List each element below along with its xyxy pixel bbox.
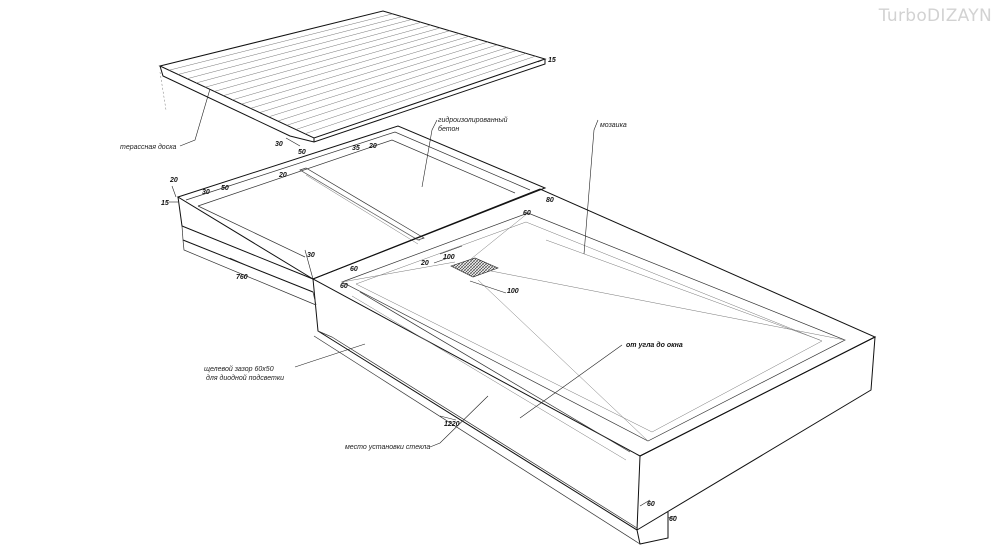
deck-plank-line [223, 31, 449, 96]
dim-20-rim: 20 [368, 143, 377, 150]
dim-30-left: 30 [202, 189, 210, 196]
note-mosaic: мозаика [600, 122, 627, 129]
dimension-labels: 15 30 50 35 20 20 15 30 50 20 60 80 100 … [161, 57, 677, 523]
dim-15-left: 15 [161, 200, 169, 207]
dim-1220: 1220 [444, 421, 460, 428]
dim-100-b: 100 [507, 288, 519, 295]
note-glass-place: место установки стекла [345, 444, 430, 451]
deck-plank-line [269, 45, 498, 117]
deck-plank-line [214, 28, 440, 91]
deck-plank-line [178, 17, 402, 75]
dim-15-top: 15 [548, 57, 556, 64]
annotation-notes: терассная доска гидроизолированный бетон… [120, 116, 683, 451]
dim-20-left: 20 [169, 177, 178, 184]
watermark-logo: TurboDIZAYN [878, 6, 992, 26]
dim-80-corner: 80 [546, 197, 554, 204]
deck-plank-line [287, 51, 517, 126]
dim-60-side: 60 [350, 266, 358, 273]
dim-100-a: 100 [443, 254, 455, 261]
leader-lines [169, 59, 676, 518]
dim-60-step: 60 [523, 210, 531, 217]
deck-plank-line [232, 34, 459, 100]
deck-board-planks [169, 14, 535, 134]
mosaic-tray [183, 189, 875, 544]
deck-plank-line [260, 42, 488, 113]
dim-20-drain: 20 [420, 260, 429, 267]
deck-plank-line [187, 19, 411, 78]
dim-60-side2: 60 [340, 283, 348, 290]
note-slot-gap-line2: для диодной подсветки [206, 374, 284, 382]
deck-plank-line [169, 14, 392, 70]
dim-60-bottom-a: 60 [647, 501, 655, 508]
dim-50-left: 50 [221, 185, 229, 192]
drain-grate [451, 258, 498, 277]
note-waterproof-concrete-line1: гидроизолированный [438, 116, 508, 124]
note-window-corner: от угла до окна [626, 341, 683, 349]
dim-50-board: 50 [298, 149, 306, 156]
dim-30-side: 30 [307, 252, 315, 259]
deck-plank-line [296, 53, 526, 129]
note-waterproof-concrete-line2: бетон [438, 125, 459, 133]
dim-30-board: 30 [275, 141, 283, 148]
concrete-basin [178, 126, 545, 292]
deck-plank-line [205, 25, 430, 87]
deck-plank-line [242, 36, 469, 104]
deck-plank-line [251, 39, 479, 108]
dim-760: 760 [236, 274, 248, 281]
note-slot-gap-line1: щелевой зазор 60х50 [204, 365, 274, 373]
dim-35: 35 [352, 145, 360, 152]
deck-plank-line [196, 22, 421, 83]
deck-plank-line [305, 56, 536, 134]
dim-60-bottom-b: 60 [669, 516, 677, 523]
dim-20-mid: 20 [278, 172, 287, 179]
note-deck-board: терассная доска [120, 143, 177, 151]
deck-plank-line [278, 48, 507, 121]
